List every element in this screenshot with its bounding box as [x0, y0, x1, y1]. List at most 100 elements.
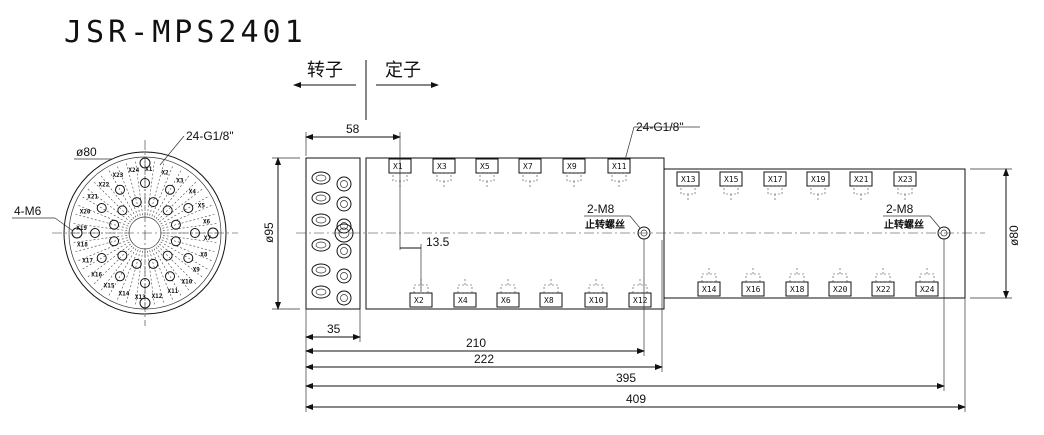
side-port-label: X13: [681, 175, 696, 184]
port-fitting: X10: [584, 278, 608, 308]
port-hole: [165, 271, 175, 282]
dim-dia95: ø95: [262, 222, 276, 243]
dim-35: 35: [327, 322, 341, 336]
stop-screw-1-spec: 2-M8: [587, 202, 615, 216]
port-hole: [162, 205, 173, 216]
side-port-label: X9: [567, 162, 577, 171]
port-hole: [170, 219, 181, 230]
side-port-label: X12: [633, 296, 648, 305]
dim-409: 409: [626, 392, 646, 406]
side-port-label: X11: [612, 162, 627, 171]
port-hole: [162, 250, 173, 261]
tail-body: [663, 168, 966, 299]
end-port-label: X6: [203, 218, 211, 225]
rotor-body: [305, 157, 361, 310]
end-port-label: X2: [161, 170, 169, 177]
end-view-outer-circle: [63, 151, 227, 315]
end-port-label: X19: [76, 225, 87, 232]
stop-screw-1-desc: 止转螺丝: [585, 218, 625, 231]
port-hole: [117, 250, 128, 261]
mount-hole: [139, 297, 151, 309]
port-hole: [140, 278, 150, 288]
port-fitting: X20: [828, 267, 852, 297]
side-port-label: X4: [458, 296, 468, 305]
side-port-label: X14: [702, 285, 717, 294]
port-hole: [115, 271, 125, 282]
port-fitting: X17: [763, 171, 787, 201]
port-fitting: X21: [849, 171, 873, 201]
port-fitting: X15: [719, 171, 743, 201]
dimensions: 58 13.5 ø95 ø80 35 210 222: [262, 122, 1021, 412]
end-port-label: X17: [82, 257, 93, 264]
port-fitting: X18: [785, 267, 809, 297]
stator-label: 定子: [385, 60, 421, 81]
port-fitting: X14: [697, 267, 721, 297]
drawing-title: JSR-MPS2401: [64, 15, 307, 50]
end-port-label: X12: [152, 293, 163, 300]
end-port-label: X11: [167, 288, 178, 295]
port-fitting: X11: [607, 158, 631, 188]
end-port-label: X15: [104, 283, 115, 290]
rotor-label: 转子: [307, 60, 343, 81]
end-port-label: X13: [135, 294, 146, 301]
side-port-label: X15: [724, 175, 739, 184]
port-hole: [131, 258, 142, 269]
side-port-label: X1: [393, 162, 403, 171]
stator-body: [365, 157, 665, 310]
end-port-label: X8: [200, 251, 208, 258]
side-port-label: X23: [898, 175, 913, 184]
end-port-label: X7: [204, 235, 212, 242]
side-port-label: X10: [589, 296, 604, 305]
end-port-label: X5: [198, 203, 206, 210]
end-port-label: X4: [189, 189, 197, 196]
dim-58: 58: [346, 122, 360, 136]
port-hole: [90, 228, 100, 238]
port-hole: [170, 236, 181, 247]
side-port-label: X8: [544, 296, 554, 305]
side-port-label: X22: [876, 285, 891, 294]
port-fitting: X24: [915, 267, 939, 297]
port-fitting: X13: [676, 171, 700, 201]
port-hole: [131, 197, 142, 208]
mount-hole: [139, 157, 151, 169]
port-hole: [140, 178, 150, 188]
port-fitting: X16: [741, 267, 765, 297]
end-port-label: X18: [77, 242, 88, 249]
end-port-label: X1: [145, 166, 153, 173]
dim-13-5: 13.5: [426, 235, 450, 249]
stop-screw-2-spec: 2-M8: [886, 202, 914, 216]
end-port-label: X22: [99, 181, 110, 188]
side-port-label: X3: [437, 162, 447, 171]
port-fitting: X23: [893, 171, 917, 201]
side-port-label: X24: [920, 285, 935, 294]
dim-222: 222: [474, 352, 494, 366]
port-fitting: X4: [453, 278, 477, 308]
stop-screw-2-desc: 止转螺丝: [884, 218, 924, 231]
port-fitting: X8: [539, 278, 563, 308]
side-port-label: X16: [746, 285, 761, 294]
end-port-label: X21: [87, 194, 98, 201]
side-port-label: X19: [811, 175, 826, 184]
side-port-label: X7: [523, 162, 533, 171]
port-hole: [109, 236, 120, 247]
side-port-label: X5: [480, 162, 490, 171]
port-fitting: X3: [432, 158, 456, 188]
side-port-label: X21: [854, 175, 869, 184]
mount-hole: [71, 227, 83, 239]
port-hole: [96, 253, 107, 263]
dim-395: 395: [616, 371, 636, 385]
rotor-stator-header: 转子 定子: [293, 60, 439, 120]
dim-210: 210: [466, 336, 486, 350]
port-hole: [109, 219, 120, 230]
port-hole: [115, 184, 125, 195]
side-port-label: X6: [501, 296, 511, 305]
side-port-label: X2: [414, 296, 424, 305]
side-port-label: X17: [768, 175, 783, 184]
port-hole: [183, 203, 194, 213]
side-port-label: X18: [790, 285, 805, 294]
end-port-label: X3: [176, 177, 184, 184]
port-hole: [183, 253, 194, 263]
port-hole: [96, 203, 107, 213]
